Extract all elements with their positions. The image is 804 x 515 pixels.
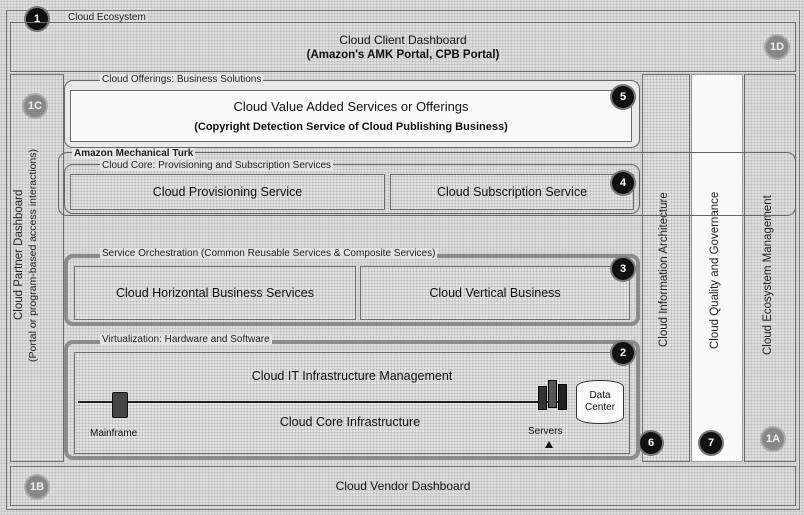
mainframe-icon	[112, 392, 128, 418]
orchestration-label: Service Orchestration (Common Reusable S…	[100, 248, 438, 259]
horizontal-services-box: Cloud Horizontal Business Services	[74, 266, 356, 320]
server-unit-icon	[558, 384, 567, 410]
core-infrastructure-label: Cloud Core Infrastructure	[279, 415, 421, 429]
marker-1b: 1B	[26, 476, 48, 498]
value-added-services-subtitle: (Copyright Detection Service of Cloud Pu…	[194, 121, 508, 133]
server-unit-icon	[548, 380, 557, 408]
marker-7: 7	[700, 432, 722, 454]
vertical-business-box: Cloud Vertical Business	[360, 266, 630, 320]
marker-6: 6	[640, 432, 662, 454]
client-dashboard: Cloud Client Dashboard (Amazon's AMK Por…	[10, 22, 796, 72]
core-infrastructure-box	[74, 398, 630, 454]
network-line	[78, 401, 558, 403]
vendor-dashboard: Cloud Vendor Dashboard	[10, 466, 796, 506]
it-infrastructure-management-box: Cloud IT Infrastructure Management	[74, 352, 630, 398]
server-unit-icon	[538, 386, 547, 410]
partner-dashboard-column	[10, 74, 64, 462]
partner-dashboard-subtitle: (Portal or program-based access interact…	[27, 148, 39, 362]
servers-icon	[536, 378, 572, 420]
mainframe-label: Mainframe	[90, 428, 138, 439]
client-dashboard-subtitle: (Amazon's AMK Portal, CPB Portal)	[306, 49, 500, 61]
info-architecture-column	[642, 74, 690, 462]
subscription-service-box: Cloud Subscription Service	[390, 174, 634, 210]
ecosystem-management-column	[744, 74, 796, 462]
partner-dashboard-title-text: Cloud Partner Dashboard	[13, 189, 25, 321]
client-dashboard-title: Cloud Client Dashboard	[339, 33, 467, 47]
marker-1a: 1A	[762, 428, 784, 450]
marker-4: 4	[612, 172, 634, 194]
virtualization-label: Virtualization: Hardware and Software	[100, 334, 272, 345]
cloud-core-region	[64, 164, 640, 214]
marker-1c: 1C	[24, 95, 46, 117]
cloud-core-label: Cloud Core: Provisioning and Subscriptio…	[100, 160, 334, 171]
mechanical-turk-region	[58, 152, 796, 216]
servers-arrow-icon	[545, 441, 553, 448]
value-added-services-title: Cloud Value Added Services or Offerings	[233, 99, 469, 114]
marker-1d: 1D	[766, 36, 788, 58]
provisioning-service-box: Cloud Provisioning Service	[70, 174, 385, 210]
marker-5: 5	[612, 86, 634, 108]
ecosystem-frame	[6, 10, 800, 510]
servers-label: Servers	[528, 426, 563, 437]
ecosystem-label: Cloud Ecosystem	[66, 12, 148, 23]
marker-1: 1	[26, 8, 48, 30]
mechanical-turk-label: Amazon Mechanical Turk	[72, 148, 196, 159]
virtualization-region	[64, 340, 640, 460]
vendor-dashboard-title: Cloud Vendor Dashboard	[335, 479, 471, 493]
offerings-label: Cloud Offerings: Business Solutions	[100, 74, 264, 85]
marker-3: 3	[612, 258, 634, 280]
quality-governance-column	[691, 74, 743, 462]
partner-dashboard-title: Cloud Partner Dashboard (Portal or progr…	[12, 110, 40, 400]
marker-2: 2	[612, 342, 634, 364]
data-center-label: Data Center	[584, 390, 615, 413]
value-added-services-box: Cloud Value Added Services or Offerings …	[70, 90, 632, 142]
data-center-icon: Data Center	[576, 380, 624, 424]
